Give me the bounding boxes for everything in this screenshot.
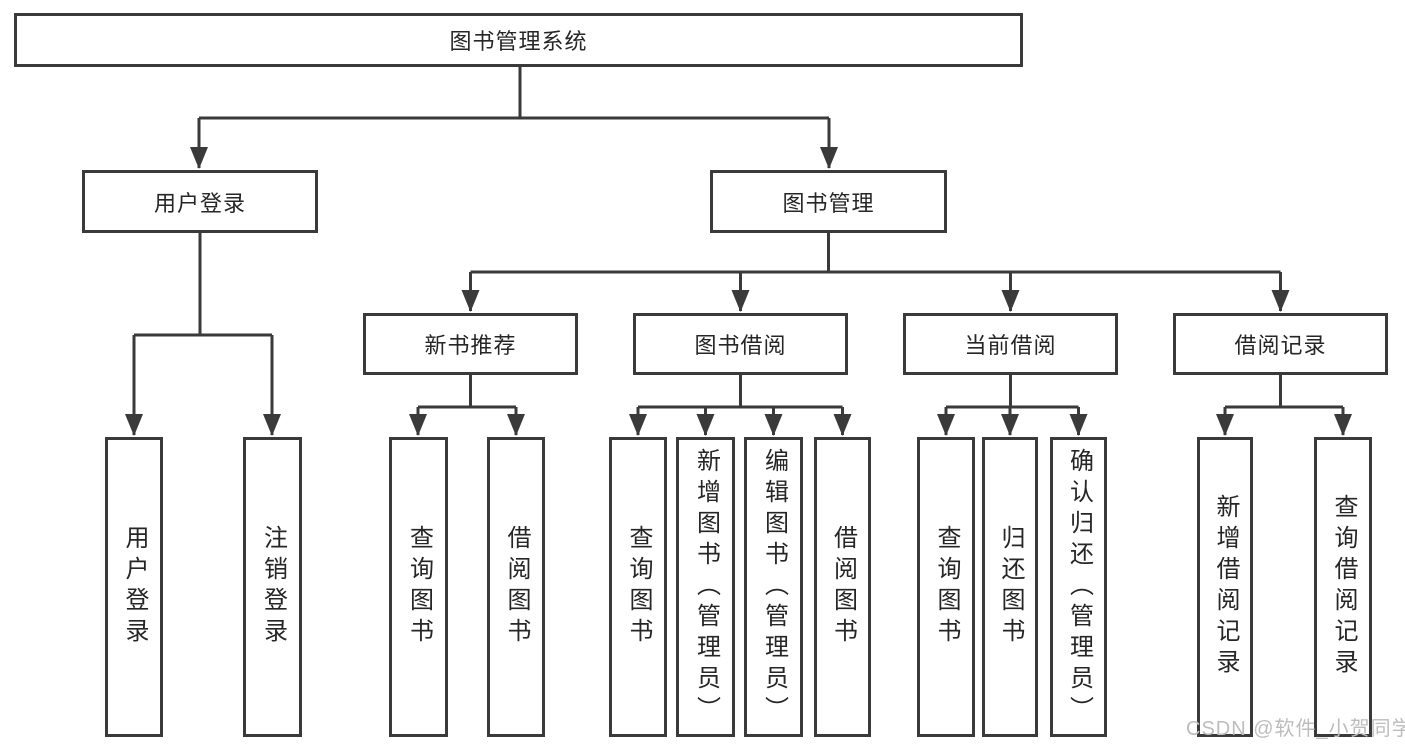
- leaf-return-book: 归还图书: [982, 437, 1038, 737]
- node-borrow-record: 借阅记录: [1173, 313, 1388, 375]
- leaf-label: 用户登录: [121, 525, 148, 649]
- node-label: 图书管理: [782, 190, 875, 216]
- node-current-borrow: 当前借阅: [903, 313, 1118, 375]
- leaf-borrow-book: 借阅图书: [487, 437, 545, 737]
- leaf-label: 查询图书: [933, 525, 960, 649]
- leaf-label: 查询图书: [405, 525, 433, 649]
- leaf-label: 确认归还（管理员）: [1065, 447, 1093, 727]
- node-label: 图书借阅: [694, 333, 787, 358]
- leaf-label: 查询借阅记录: [1330, 494, 1357, 680]
- node-label: 新书推荐: [424, 333, 517, 358]
- leaf-add-book-admin: 新增图书（管理员）: [676, 437, 735, 737]
- leaf-query-book: 查询图书: [389, 437, 448, 737]
- node-new-book-recommend: 新书推荐: [363, 313, 578, 375]
- node-label: 借阅记录: [1234, 333, 1327, 358]
- leaf-logout: 注销登录: [243, 437, 302, 737]
- leaf-label: 注销登录: [259, 525, 287, 649]
- node-label: 图书管理系统: [449, 29, 588, 54]
- node-label: 用户登录: [153, 190, 246, 216]
- leaf-query-book: 查询图书: [917, 437, 975, 737]
- leaf-add-borrow-record: 新增借阅记录: [1197, 437, 1253, 737]
- leaf-label: 查询图书: [625, 525, 652, 649]
- node-book-borrow: 图书借阅: [633, 313, 848, 375]
- leaf-edit-book-admin: 编辑图书（管理员）: [744, 437, 803, 737]
- node-library-management-system: 图书管理系统: [14, 13, 1023, 67]
- leaf-confirm-return-admin: 确认归还（管理员）: [1050, 437, 1107, 737]
- node-book-management: 图书管理: [710, 170, 947, 233]
- leaf-query-book: 查询图书: [609, 437, 667, 737]
- leaf-query-borrow-record: 查询借阅记录: [1314, 437, 1372, 737]
- leaf-label: 借阅图书: [503, 525, 530, 649]
- node-user-login: 用户登录: [82, 170, 318, 233]
- leaf-label: 新增图书（管理员）: [692, 447, 720, 727]
- leaf-label: 编辑图书（管理员）: [760, 447, 788, 727]
- leaf-label: 归还图书: [997, 525, 1024, 649]
- leaf-user-login: 用户登录: [105, 437, 163, 737]
- leaf-label: 新增借阅记录: [1212, 494, 1239, 680]
- leaf-borrow-book: 借阅图书: [814, 437, 871, 737]
- csdn-watermark: CSDN @软件_小贺同学: [1186, 718, 1405, 740]
- leaf-label: 借阅图书: [829, 525, 857, 649]
- node-label: 当前借阅: [964, 333, 1057, 358]
